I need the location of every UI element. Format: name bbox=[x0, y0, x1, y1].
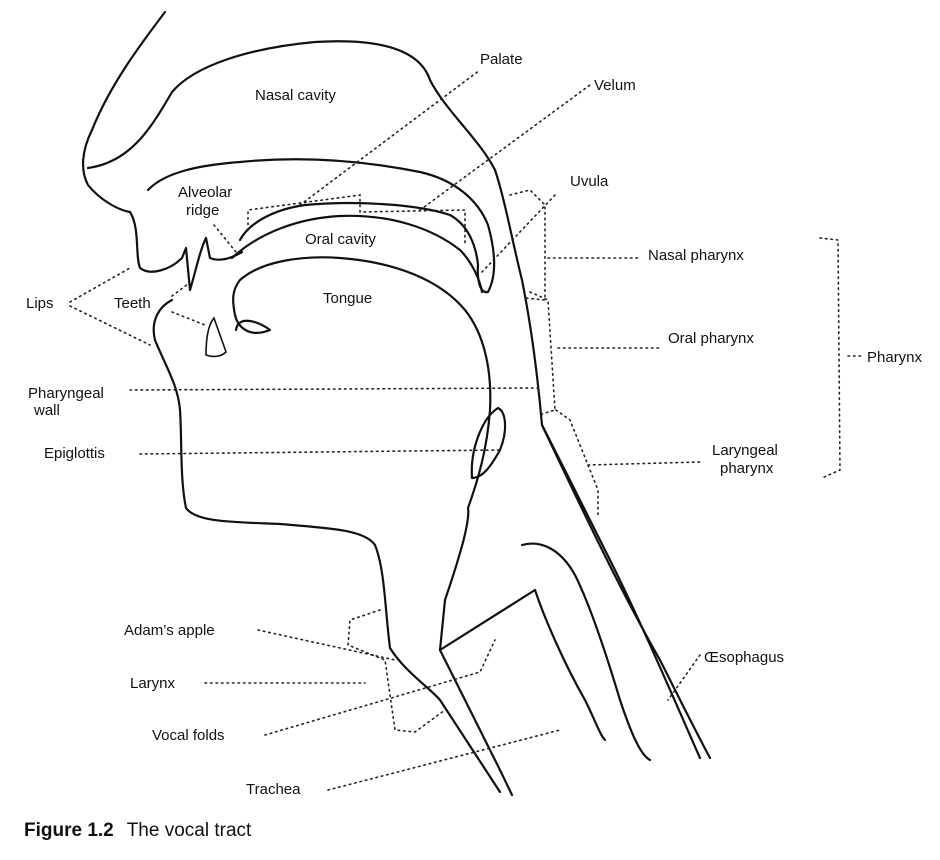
leader-oesophagus bbox=[667, 654, 701, 701]
figure-caption: Figure 1.2 The vocal tract bbox=[24, 820, 252, 841]
label-alveolar-ridge-2: ridge bbox=[186, 202, 219, 219]
label-adams-apple: Adam’s apple bbox=[124, 622, 215, 639]
oesophagus-front-outline bbox=[540, 423, 702, 760]
label-velum: Velum bbox=[594, 77, 636, 94]
label-lips: Lips bbox=[26, 295, 54, 312]
leader-velum bbox=[419, 84, 591, 211]
label-laryngeal-pharynx-1: Laryngeal bbox=[712, 442, 778, 459]
leader-epiglottis bbox=[139, 449, 501, 455]
label-trachea: Trachea bbox=[246, 781, 301, 798]
label-tongue: Tongue bbox=[323, 290, 372, 307]
trachea-front-wall bbox=[438, 648, 514, 797]
label-oral-pharynx: Oral pharynx bbox=[668, 330, 754, 347]
label-pharyngeal-wall-1: Pharyngeal bbox=[28, 385, 104, 402]
lower-lip-chin-neck-outline bbox=[152, 298, 502, 794]
label-uvula: Uvula bbox=[570, 173, 609, 190]
leader-alveolar bbox=[213, 224, 237, 253]
laryngeal-pharynx-bracket bbox=[555, 409, 599, 516]
caption-number: Figure 1.2 bbox=[24, 820, 114, 841]
larynx-bracket bbox=[347, 609, 446, 733]
label-nasal-pharynx: Nasal pharynx bbox=[648, 247, 744, 264]
label-oesophagus: Œsophagus bbox=[704, 649, 784, 666]
label-palate: Palate bbox=[480, 51, 523, 68]
tongue-outline bbox=[232, 256, 492, 652]
nasal-pharynx-bracket bbox=[509, 189, 546, 301]
leader-adams-apple bbox=[257, 629, 396, 661]
label-pharynx: Pharynx bbox=[867, 349, 923, 366]
leader-teeth-upper bbox=[171, 283, 189, 297]
face-profile-outline bbox=[82, 10, 244, 292]
leader-lips-upper bbox=[69, 267, 131, 303]
leader-palate-bracket bbox=[247, 194, 466, 246]
label-teeth: Teeth bbox=[114, 295, 151, 312]
leader-lips-lower bbox=[69, 305, 151, 346]
leader-laryngeal-pharynx bbox=[587, 461, 701, 466]
leader-vocal-folds bbox=[264, 639, 496, 736]
leader-uvula bbox=[481, 194, 556, 273]
label-larynx: Larynx bbox=[130, 675, 176, 692]
label-laryngeal-pharynx-2: pharynx bbox=[720, 460, 774, 477]
label-nasal-cavity: Nasal cavity bbox=[255, 87, 336, 104]
pharynx-bracket bbox=[819, 237, 841, 479]
larynx-back-wall bbox=[533, 588, 607, 742]
vocal-fold-line bbox=[438, 588, 537, 652]
label-alveolar-ridge-1: Alveolar bbox=[178, 184, 232, 201]
nasal-floor-outline bbox=[146, 158, 496, 294]
label-vocal-folds: Vocal folds bbox=[152, 727, 225, 744]
oral-pharynx-bracket bbox=[529, 291, 556, 415]
caption-title: The vocal tract bbox=[127, 820, 252, 841]
nasal-cavity-outline bbox=[86, 40, 712, 760]
leader-palate bbox=[299, 69, 481, 206]
arytenoid-outline bbox=[520, 542, 652, 762]
leader-pharyngeal-wall bbox=[129, 387, 541, 391]
label-oral-cavity: Oral cavity bbox=[305, 231, 376, 248]
label-pharyngeal-wall-2: wall bbox=[33, 402, 60, 419]
label-epiglottis: Epiglottis bbox=[44, 445, 105, 462]
epiglottis-outline bbox=[470, 406, 507, 480]
oral-cavity-roof-outline bbox=[230, 214, 484, 294]
lower-teeth-outline bbox=[205, 316, 227, 358]
leader-trachea bbox=[327, 729, 561, 791]
leader-teeth-lower bbox=[171, 311, 206, 326]
